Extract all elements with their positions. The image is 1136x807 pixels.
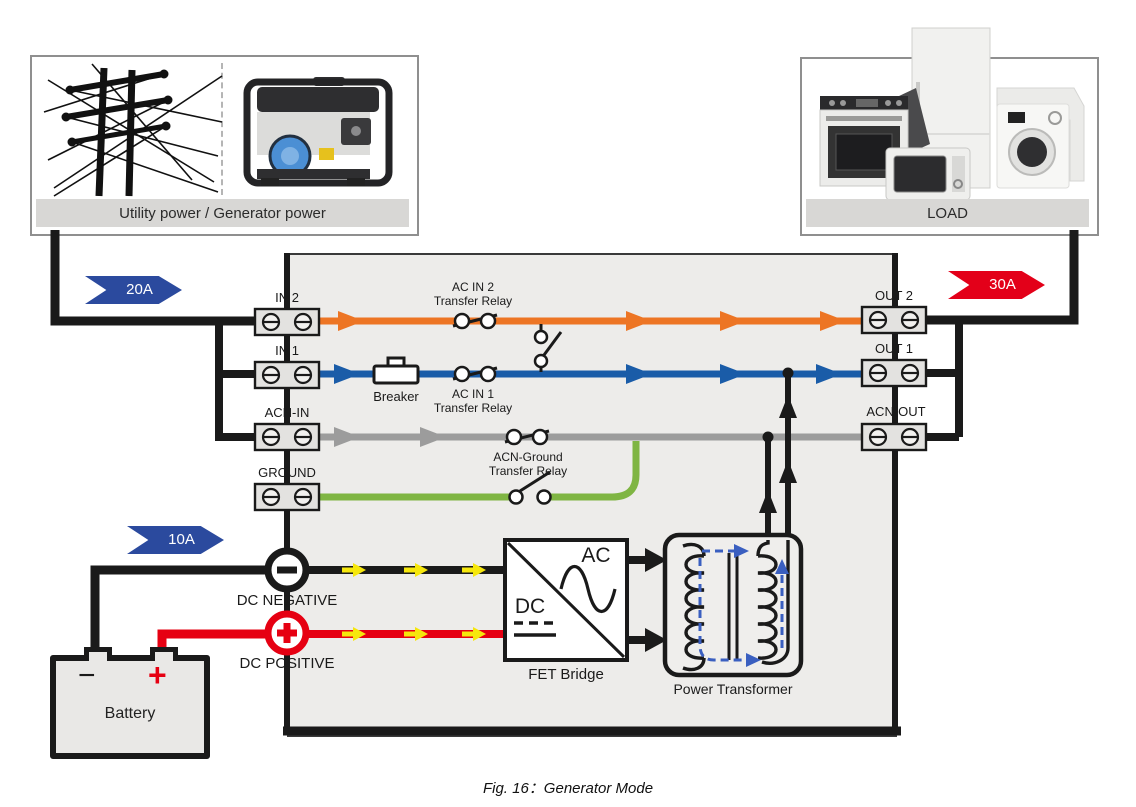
label-in1: IN 1 <box>275 343 299 358</box>
label-out2: OUT 2 <box>874 288 914 303</box>
battery-minus-mark: − <box>78 659 96 692</box>
source-label-text: Utility power / Generator power <box>119 204 326 222</box>
dc-positive-stud <box>264 610 310 656</box>
fet-bridge-symbol <box>503 538 629 662</box>
terminal-out1 <box>860 358 928 388</box>
label-fet-bridge: FET Bridge <box>528 666 604 683</box>
label-ac-in2-relay: AC IN 2 Transfer Relay <box>433 280 513 309</box>
source-label: Utility power / Generator power <box>36 199 409 227</box>
battery-positive-post <box>150 647 178 661</box>
label-dc-negative: DC NEGATIVE <box>236 592 338 609</box>
label-dc-positive: DC POSITIVE <box>239 655 335 672</box>
terminal-ground <box>253 482 321 512</box>
load-label-text: LOAD <box>927 204 968 222</box>
transformer-output-lines <box>759 367 797 548</box>
dc-negative-stud <box>264 547 310 593</box>
figure-caption: Fig. 16：Generator Mode <box>482 780 654 797</box>
ac-in2-flow-arrows <box>338 311 846 331</box>
terminal-in2 <box>253 307 321 337</box>
interlock-switch-symbol <box>533 324 563 372</box>
primary-coil <box>684 554 705 660</box>
power-transformer-symbol <box>662 532 804 678</box>
input-rating-text: 20A <box>126 281 153 298</box>
terminal-out2 <box>860 305 928 335</box>
label-acn-in: ACN-IN <box>264 405 310 420</box>
terminal-blocks <box>253 305 928 512</box>
acn-flow-arrows <box>334 427 446 447</box>
flux-path-dashed <box>698 549 784 662</box>
breaker-symbol <box>372 356 420 385</box>
battery-rating-banner: 10A <box>127 526 224 554</box>
battery-negative-wire <box>90 565 266 662</box>
terminal-acn-out <box>860 422 928 452</box>
label-fet-dc: DC <box>514 595 546 618</box>
acn-transfer-relay-symbol <box>504 428 550 446</box>
ground-line <box>319 441 640 501</box>
output-rating-text: 30A <box>989 276 1016 293</box>
battery-negative-post <box>84 647 112 661</box>
ac-output-feed-wire <box>926 230 1079 441</box>
label-power-transformer: Power Transformer <box>673 681 793 697</box>
terminal-acn-in <box>253 422 321 452</box>
battery-rating-text: 10A <box>168 531 195 548</box>
label-ground: GROUND <box>258 465 316 480</box>
label-ac-in1-relay: AC IN 1 Transfer Relay <box>433 387 513 416</box>
label-breaker: Breaker <box>373 389 419 404</box>
label-acn-out: ACN-OUT <box>866 404 926 419</box>
label-out1: OUT 1 <box>874 341 914 356</box>
load-label: LOAD <box>806 199 1089 227</box>
label-in2: IN 2 <box>275 290 299 305</box>
flux-arrowheads <box>734 544 789 667</box>
secondary-coil <box>757 554 778 660</box>
battery: − + Battery <box>50 647 210 759</box>
fet-to-transformer-links <box>627 548 667 652</box>
output-rating-banner: 30A <box>948 271 1045 299</box>
label-acn-ground-relay: ACN-Ground Transfer Relay <box>488 450 568 479</box>
source-divider <box>221 63 223 195</box>
generator-icon <box>243 77 393 187</box>
dc-flow-arrows <box>342 563 486 641</box>
ac-input-feed-wire <box>50 230 257 441</box>
ac-in2-transfer-relay-symbol <box>452 312 498 330</box>
ac-in1-flow-arrows <box>334 364 842 384</box>
battery-plus-mark: + <box>148 657 167 693</box>
terminal-in1 <box>253 360 321 390</box>
ground-relay-symbol <box>508 470 552 505</box>
appliances-icon <box>819 27 1085 201</box>
battery-label: Battery <box>104 705 156 722</box>
label-fet-ac: AC <box>581 544 611 567</box>
utility-pylon-icon <box>43 63 223 197</box>
ac-in1-transfer-relay-symbol <box>452 365 498 383</box>
